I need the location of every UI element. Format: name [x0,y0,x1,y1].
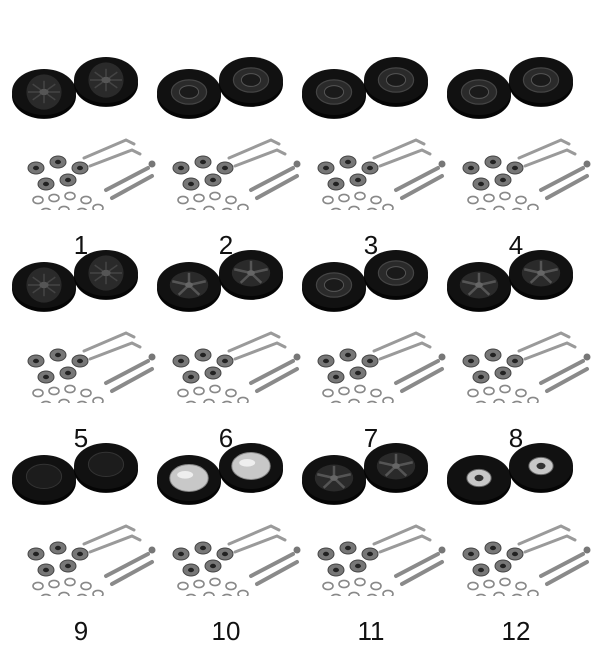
wheel-kit-image [447,56,591,210]
kit-number-label: 4 [508,230,524,260]
wheel-kit-3: 3 [296,40,446,260]
wheel-kit-image [12,442,156,596]
wheel-kit-8: 8 [441,233,591,453]
wheel-kit-image [157,249,301,403]
wheel-kit-11: 11 [296,426,446,646]
wheel-kit-image [12,56,156,210]
kit-number-label: 5 [73,423,89,453]
wheel-kit-image [447,249,591,403]
wheel-kit-image [302,56,446,210]
kit-number-label: 7 [363,423,379,453]
kit-number-label: 12 [501,616,531,646]
wheel-kit-image [12,249,156,403]
wheel-kit-image [157,442,301,596]
wheel-kit-image [157,56,301,210]
kit-number-label: 9 [73,616,89,646]
wheel-kit-image [302,442,446,596]
wheel-kit-5: 5 [6,233,156,453]
kit-number-label: 2 [218,230,234,260]
kit-number-label: 6 [218,423,234,453]
wheel-kit-10: 10 [151,426,301,646]
wheel-kit-2: 2 [151,40,301,260]
kit-number-label: 8 [508,423,524,453]
wheel-kit-9: 9 [6,426,156,646]
wheel-kit-image [447,442,591,596]
wheel-kit-6: 6 [151,233,301,453]
wheel-kit-4: 4 [441,40,591,260]
kit-number-label: 10 [211,616,241,646]
kit-number-label: 11 [357,616,385,646]
wheel-kit-1: 1 [6,40,156,260]
kit-number-label: 3 [363,230,379,260]
wheel-kit-7: 7 [296,233,446,453]
kit-number-label: 1 [73,230,89,260]
wheel-kit-image [302,249,446,403]
wheel-kit-12: 12 [441,426,591,646]
